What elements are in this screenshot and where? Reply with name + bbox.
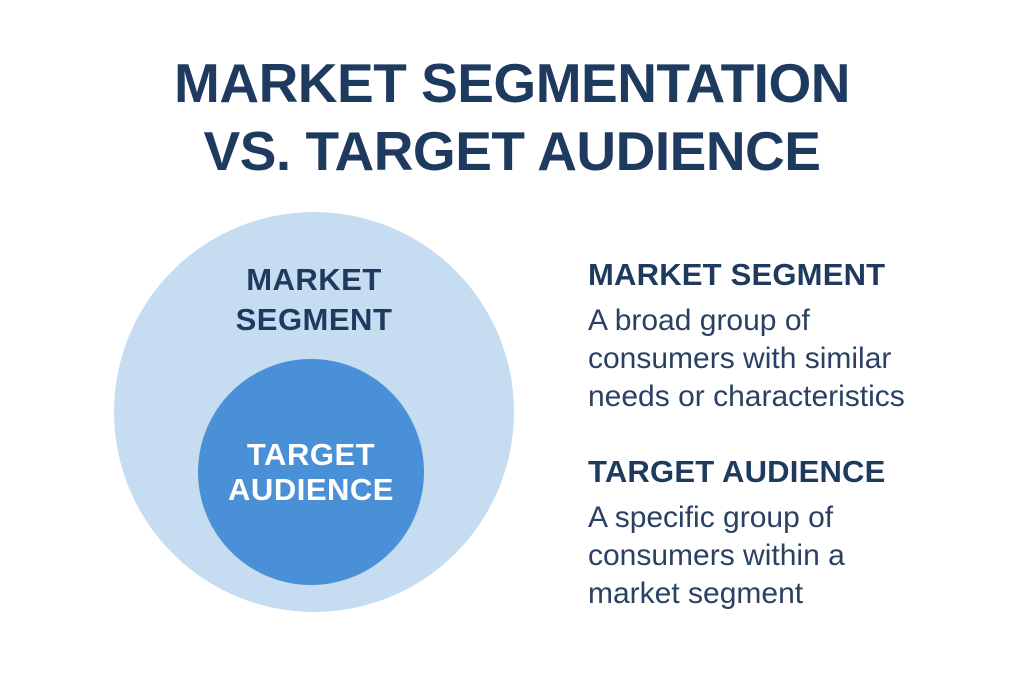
market-segment-definition-heading: MARKET SEGMENT bbox=[588, 257, 886, 292]
target-audience-definition-body: A specific group of consumers within a m… bbox=[588, 501, 845, 610]
target-audience-definition: TARGET AUDIENCE A specific group of cons… bbox=[588, 454, 933, 613]
market-segment-circle-label-line-2: SEGMENT bbox=[235, 302, 393, 337]
definitions-column: MARKET SEGMENT A broad group of consumer… bbox=[588, 257, 933, 613]
target-audience-circle-label-line-1: TARGET bbox=[246, 437, 376, 472]
target-audience-circle-label: TARGET AUDIENCE bbox=[228, 437, 394, 507]
market-segment-definition-body: A broad group of consumers with similar … bbox=[588, 304, 905, 413]
target-audience-circle-label-line-2: AUDIENCE bbox=[228, 472, 394, 507]
target-audience-definition-heading: TARGET AUDIENCE bbox=[588, 454, 886, 489]
page-title-line-2: VS. TARGET AUDIENCE bbox=[203, 120, 821, 182]
target-audience-circle: TARGET AUDIENCE bbox=[198, 359, 424, 585]
market-segment-circle-label: MARKET SEGMENT bbox=[114, 260, 514, 340]
market-segment-circle-label-line-1: MARKET bbox=[246, 262, 382, 297]
page-title-line-1: MARKET SEGMENTATION bbox=[174, 52, 850, 114]
page-title: MARKET SEGMENTATION VS. TARGET AUDIENCE bbox=[0, 49, 1024, 185]
venn-diagram: MARKET SEGMENT TARGET AUDIENCE bbox=[114, 212, 514, 612]
market-segment-circle: MARKET SEGMENT TARGET AUDIENCE bbox=[114, 212, 514, 612]
market-segment-definition: MARKET SEGMENT A broad group of consumer… bbox=[588, 257, 933, 416]
